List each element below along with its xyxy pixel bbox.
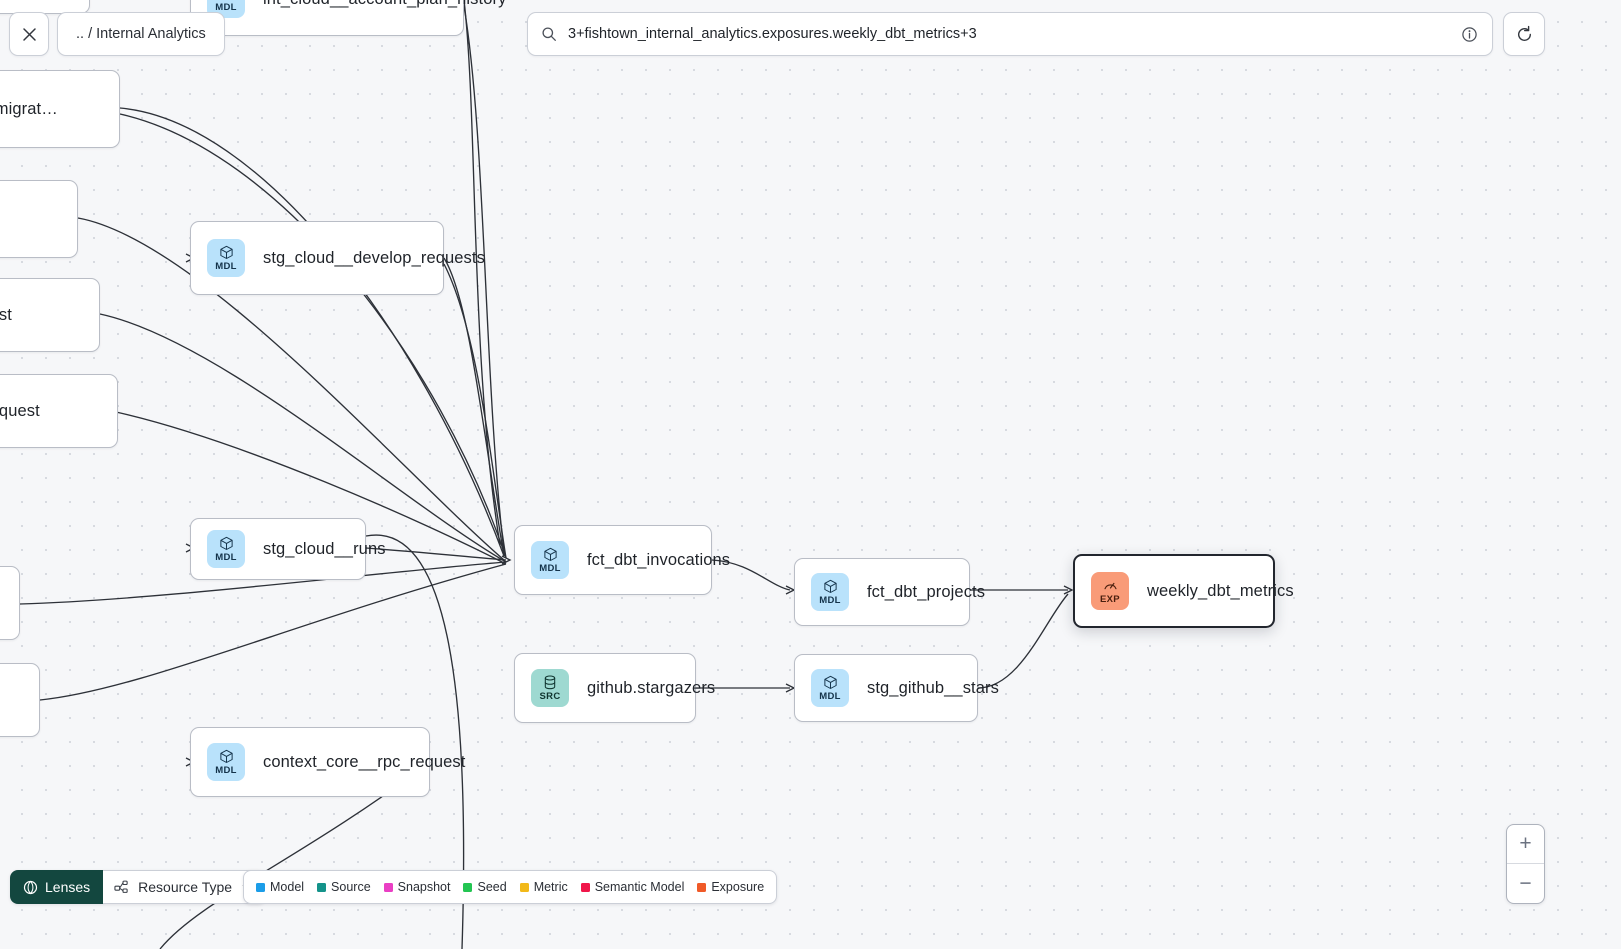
refresh-icon [1517,25,1531,41]
lineage-node-n8[interactable]: MDL stg_cloud__runs [190,518,385,580]
lineage-search-bar[interactable] [527,12,1493,56]
lenses-toolbar: Lenses Resource Type [10,870,267,904]
legend-item-model[interactable]: Model [256,880,304,894]
gauge-icon [1103,583,1117,590]
node-type-badge-mdl: MDL [811,573,849,611]
lineage-node-n4[interactable]: velop_request [0,278,100,352]
legend-swatch [580,882,590,892]
node-label: multicell_migrat… [0,99,58,118]
lenses-label: Lenses [45,879,91,895]
legend-item-seed[interactable]: Seed [463,880,507,894]
legend-label: Metric [533,880,568,894]
search-input[interactable] [568,26,1461,42]
legend-swatch [697,882,707,892]
node-label: context_core__rpc_request [263,752,466,771]
node-type-badge-text: SRC [539,691,561,703]
node-label: stg_cloud__develop_requests [263,248,485,267]
node-type-badge-text: MDL [215,552,237,564]
node-label: int_cloud__account_plan_history [263,0,506,9]
legend-swatch [519,882,529,892]
resource-type-icon [114,880,128,893]
zoom-controls: + − [1506,824,1545,904]
node-label: stg_github__stars [867,678,999,697]
node-type-badge-text: MDL [215,2,237,14]
legend-swatch [383,882,393,892]
info-icon[interactable] [1461,26,1478,43]
close-icon [22,27,36,41]
legend-label: Semantic Model [594,880,685,894]
lenses-button[interactable]: Lenses [10,870,104,904]
lineage-node-n1[interactable]: MDL int_cloud__account_plan_history [190,0,506,36]
lens-icon [23,880,38,894]
lineage-node-n14[interactable]: MDL stg_github__stars [794,654,999,722]
legend-label: Source [331,880,371,894]
legend-item-semantic-model[interactable]: Semantic Model [580,880,685,894]
lineage-node-n3[interactable]: p_request [0,180,78,258]
node-type-badge-exp: EXP [1091,572,1129,610]
legend-swatch [463,882,473,892]
node-label: github.stargazers [587,678,716,697]
refresh-button[interactable] [1503,12,1545,56]
node-label: _develop_request [0,401,40,420]
lineage-node-n2[interactable]: multicell_migrat… [0,70,120,148]
cube-icon [823,580,837,594]
lineage-node-n6[interactable]: MDL stg_cloud__develop_requests [190,221,485,295]
node-label: velop_request [0,305,12,324]
node-type-badge-mdl: MDL [207,743,245,781]
resource-type-label: Resource Type [138,879,233,895]
legend-item-snapshot[interactable]: Snapshot [383,880,451,894]
node-type-badge-text: MDL [215,765,237,777]
node-type-badge-text: MDL [215,261,237,273]
cube-icon [219,750,233,764]
database-icon [544,675,556,690]
lineage-node-n9[interactable]: _run [0,663,40,737]
legend-swatch [317,882,327,892]
lineage-node-n12[interactable]: SRC github.stargazers [514,653,715,723]
lineage-node-n10[interactable]: MDL context_core__rpc_request [190,727,465,797]
breadcrumb[interactable]: .. / Internal Analytics [57,12,225,56]
node-type-badge-text: MDL [819,691,841,703]
breadcrumb-label: .. / Internal Analytics [76,26,206,42]
resource-type-legend: Model Source Snapshot Seed Metric Semantic Mo… [243,870,778,904]
legend-item-metric[interactable]: Metric [519,880,568,894]
node-type-badge-src: SRC [531,669,569,707]
legend-swatch [256,882,265,892]
node-type-badge-mdl: MDL [207,239,245,277]
cube-icon [823,676,837,690]
node-type-badge-text: MDL [539,563,561,575]
cube-icon [543,548,557,562]
node-type-badge-text: MDL [819,595,841,607]
legend-label: Snapshot [397,880,451,894]
node-label: fct_dbt_invocations [587,550,731,569]
legend-label: Model [270,880,305,894]
legend-item-exposure[interactable]: Exposure [697,880,764,894]
close-button[interactable] [9,12,49,56]
resource-type-dropdown[interactable]: Resource Type [103,870,267,904]
cube-icon [225,0,227,1]
legend-item-source[interactable]: Source [317,880,371,894]
lineage-node-n11[interactable]: MDL fct_dbt_invocations [514,525,730,595]
lineage-node-n15[interactable]: EXP weekly_dbt_metrics [1073,554,1294,628]
node-type-badge-mdl: MDL [811,669,849,707]
zoom-in-button[interactable]: + [1507,825,1544,864]
legend-label: Exposure [711,880,765,894]
legend-label: Seed [477,880,507,894]
cube-icon [219,246,233,260]
lineage-node-n13[interactable]: MDL fct_dbt_projects [794,558,985,626]
lineage-node-n5[interactable]: _develop_request [0,374,118,448]
zoom-out-button[interactable]: − [1519,871,1532,895]
node-type-badge-text: EXP [1100,594,1120,606]
search-icon [542,27,556,41]
node-label: weekly_dbt_metrics [1147,581,1294,600]
node-type-badge-mdl: MDL [207,530,245,568]
node-type-badge-mdl: MDL [531,541,569,579]
lineage-node-n7[interactable]: n [0,566,20,640]
node-label: fct_dbt_projects [867,582,986,601]
node-label: stg_cloud__runs [263,539,386,558]
cube-icon [219,537,233,551]
